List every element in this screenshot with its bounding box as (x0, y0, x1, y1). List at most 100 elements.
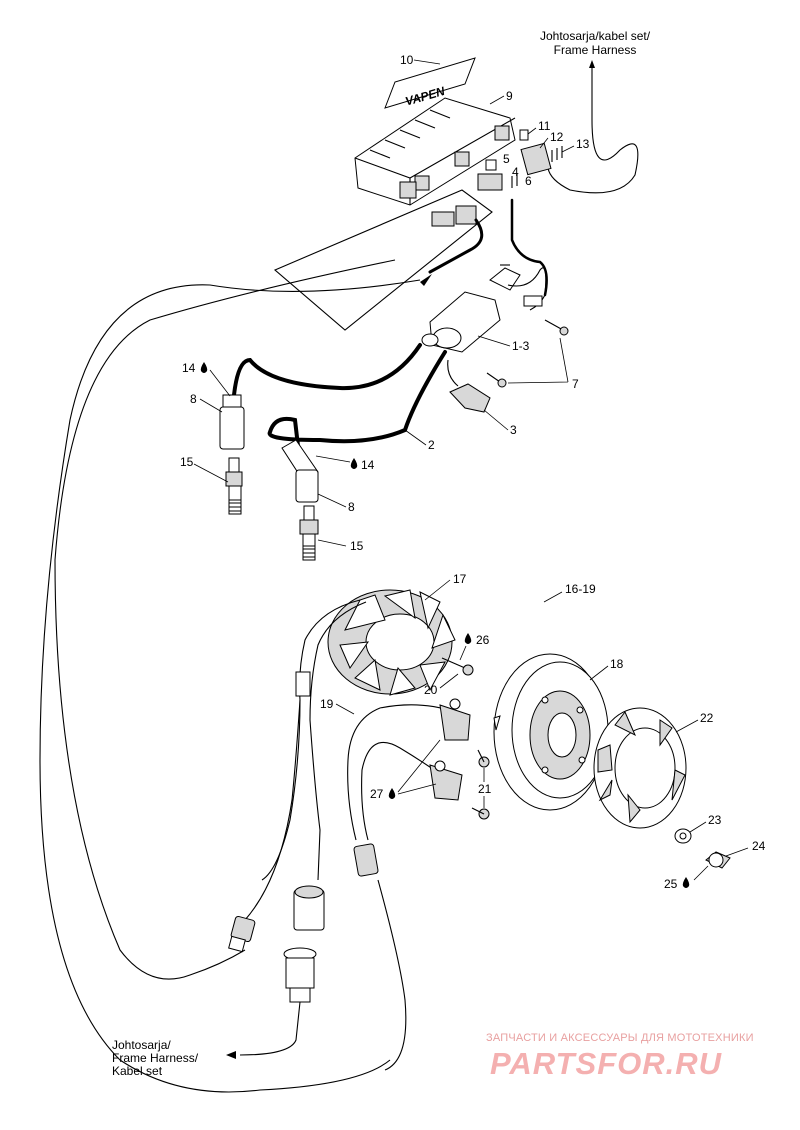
stator-connector-center (293, 885, 325, 931)
top-harness-note-line2: Frame Harness (554, 43, 637, 57)
arrow-up-icon (589, 60, 595, 68)
bolt-part-24 (705, 851, 731, 869)
callout-11: 11 (538, 119, 551, 133)
leader-14-left (209, 369, 231, 397)
spark-plug-part-15-right (299, 505, 319, 561)
callout-13: 13 (576, 137, 590, 151)
arrow-left-icon (226, 1051, 236, 1059)
ignition-coil-part-1-3 (421, 264, 521, 353)
stator-wire-3 (244, 699, 301, 921)
spark-plug-part-15-left (225, 457, 243, 515)
leader-16-19 (543, 591, 563, 603)
plug-cap-part-8-right (281, 439, 319, 503)
top-harness-note-line1: Johtosarja/kabel set/ (540, 29, 651, 43)
screw-part-21-upper (477, 749, 490, 768)
leader-24 (725, 847, 749, 857)
washer-hole (679, 832, 687, 840)
leader-27 (397, 739, 441, 795)
starter-cup-part-22 (593, 707, 687, 829)
bracket-part-3 (449, 383, 491, 413)
sealant-drop-icon (682, 877, 690, 888)
callout-21: 21 (478, 782, 492, 796)
arrow-icon (420, 274, 432, 286)
frame-harness-loop (39, 279, 421, 1093)
decal-part-10: VAPEN (384, 57, 476, 109)
sealant-drop-icon (350, 458, 358, 469)
terminal-part-6 (511, 174, 518, 188)
stator-connector-lower (283, 947, 317, 1003)
frame-harness-wire-top (547, 64, 639, 194)
callout-14-right: 14 (361, 458, 375, 472)
callout-2: 2 (428, 438, 435, 452)
stator-connector-left (228, 915, 256, 953)
screw-part-21-lower (471, 807, 490, 820)
callout-7: 7 (572, 377, 579, 391)
cdi-module-part-9 (354, 97, 516, 206)
leader-9 (489, 95, 505, 105)
leader-10 (413, 59, 441, 65)
callout-23: 23 (708, 813, 722, 827)
callout-10: 10 (400, 53, 414, 67)
screw-part-7-lower (486, 372, 507, 388)
callout-15-right: 15 (350, 539, 364, 553)
plug-cap-part-8-left (219, 394, 245, 450)
callout-24: 24 (752, 839, 766, 853)
leader-15-right (317, 539, 347, 547)
watermark-tagline: ЗАПЧАСТИ И АКСЕССУАРЫ ДЛЯ МОТОТЕХНИКИ (486, 1032, 754, 1044)
leader-18 (589, 665, 609, 681)
coil-primary-cable (510, 198, 548, 297)
leader-1-3 (477, 335, 511, 347)
leaders-11-13 (527, 127, 575, 153)
callout-19: 19 (320, 697, 334, 711)
callout-26: 26 (476, 633, 490, 647)
leader-8-right (317, 493, 347, 508)
harness-outline-box (273, 189, 493, 331)
watermark-logo: PARTSFOR.RU (490, 1046, 723, 1081)
ht-lead-2 (267, 350, 447, 448)
connector-part-4 (477, 159, 503, 191)
callout-5: 5 (503, 152, 510, 166)
callout-1-3: 1-3 (512, 339, 530, 353)
callout-9: 9 (506, 89, 513, 103)
terminal-pins-part-13 (551, 146, 563, 162)
grommet (295, 671, 311, 697)
screw-part-7-upper (544, 319, 569, 336)
leader-8-left (199, 398, 223, 413)
callout-22: 22 (700, 711, 714, 725)
callout-12: 12 (550, 130, 564, 144)
sealant-drop-icon (200, 362, 208, 373)
callout-8-left: 8 (190, 392, 197, 406)
cdi-plug-connector (431, 205, 477, 227)
trigger-coil-upper (439, 698, 471, 741)
leader-3 (483, 409, 509, 431)
callout-18: 18 (610, 657, 624, 671)
leader-15-left (193, 463, 229, 483)
connector-housing-part-12 (519, 129, 552, 176)
stator-wire-2 (309, 601, 367, 881)
callout-16-19: 16-19 (565, 582, 596, 596)
trigger-wire-1 (347, 704, 456, 841)
frame-harness-inner-loop (54, 259, 396, 980)
callout-17: 17 (453, 572, 467, 586)
trigger-harness (377, 879, 407, 1071)
leader-17 (424, 579, 451, 601)
screw-part-20 (441, 657, 474, 676)
leader-14-right (315, 455, 351, 463)
stator-part-17 (327, 589, 456, 696)
callout-4: 4 (512, 165, 519, 179)
bottom-harness-note-line3: Kabel set (112, 1064, 163, 1078)
leader-26 (459, 645, 467, 661)
leader-2 (404, 429, 427, 446)
callout-20: 20 (424, 683, 438, 697)
callout-6: 6 (525, 174, 532, 188)
harness-lead-bottom (239, 1001, 301, 1056)
callout-27: 27 (370, 787, 384, 801)
bottom-harness-note-line2: Frame Harness/ (112, 1051, 199, 1065)
callout-15-left: 15 (180, 455, 194, 469)
leader-7 (507, 337, 569, 384)
sealant-drop-icon (388, 788, 396, 799)
leader-22 (675, 719, 699, 733)
callout-3: 3 (510, 423, 517, 437)
sealant-drop-icon (464, 633, 472, 644)
